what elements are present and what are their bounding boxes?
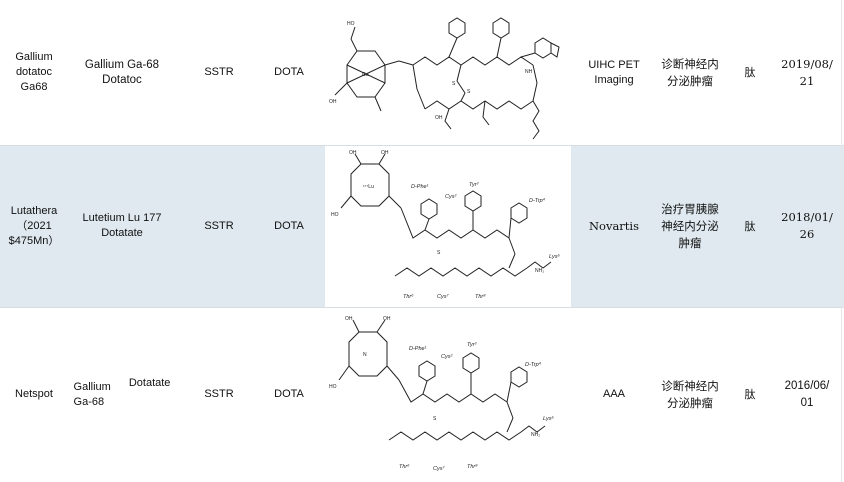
drug-type-cell: 肽 [744,66,756,79]
structure-label: NH [525,69,533,75]
company-cell: Novartis [588,218,640,233]
target-cell: SSTR [204,219,234,232]
generic-name-part: Dotatate [128,377,171,389]
structure-label: HO [329,384,337,390]
company-cell: AAA [602,388,625,400]
table-row: Gallium dotatoc Ga68 Gallium Ga-68 Dotat… [0,0,844,145]
table-row: Lutathera （2021 $475Mn） Lutetium Lu 177 … [0,145,844,307]
structure-label: Ga [362,72,369,78]
structure-label: Thr⁸ [475,293,486,300]
structure-label: OH [329,99,337,105]
structure-label: S [467,89,471,95]
structure-label: S [452,81,456,87]
indication-cell: 诊断神经内 分泌肿瘤 [661,378,719,410]
structure-label: Cys⁷ [437,293,449,300]
product-name-cell: Netspot [15,388,53,400]
right-border [841,0,842,482]
structure-label: S [437,250,441,256]
structure-label: D-Phe¹ [409,346,427,352]
structure-label: Cys² [441,354,452,360]
target-cell: SSTR [204,388,234,400]
chelator-cell: DOTA [274,388,304,400]
structure-label: N [363,352,367,358]
structure-label: Thr⁸ [467,463,478,470]
product-name-cell: Gallium dotatoc Ga68 [15,51,53,93]
structure-label: Lys⁵ [543,415,554,422]
structure-label: D-Trp⁴ [525,361,542,368]
structure-label: OH [381,150,389,156]
structure-label: Thr⁶ [399,463,410,470]
chelator-cell: DOTA [274,66,304,78]
structure-label: Tyr³ [469,182,479,188]
company-cell: UIHC PET Imaging [588,58,640,86]
structure-label: Lys⁵ [549,253,560,260]
structure-label: D-Trp⁴ [529,197,546,204]
molecule-structure-image: OH OH N HO D-Phe¹ Cys² Tyr³ D-Trp⁴ Lys⁵ … [329,316,554,472]
structure-label: D-Phe¹ [411,184,429,190]
product-name-cell: Lutathera （2021 $475Mn） [8,204,60,247]
drug-type-cell: 肽 [744,219,756,233]
row-divider [0,307,844,308]
structure-cell: Ga HO OH [325,0,571,145]
structure-label: HO [347,21,355,27]
structure-label: S [433,416,437,422]
approval-date-cell: 2019/08/ 21 [781,56,833,88]
approval-date-cell: 2018/01/ 26 [781,210,833,241]
structure-label: Thr⁶ [403,293,414,300]
structure-label: Tyr³ [467,342,477,348]
generic-name-part: Gallium Ga-68 [73,380,111,408]
structure-cell: OH OH N HO D-Phe¹ Cys² Tyr³ D-Trp⁴ Lys⁵ … [325,307,571,482]
target-cell: SSTR [204,66,234,78]
generic-name-cell: Lutetium Lu 177 Dotatate [82,212,162,239]
structure-label: Cys² [445,194,456,200]
chelator-cell: DOTA [274,219,304,232]
structure-label: NH₂ [531,432,540,438]
structure-label: OH [435,115,443,121]
structure-label: OH [345,316,353,322]
molecule-structure-image: OH OH ¹⁷⁷Lu HO D-Phe¹ Cys² Tyr³ D-Trp⁴ L… [331,150,560,300]
structure-cell: OH OH ¹⁷⁷Lu HO D-Phe¹ Cys² Tyr³ D-Trp⁴ L… [325,145,571,307]
indication-cell: 诊断神经内 分泌肿瘤 [661,56,719,88]
generic-name-cell: Gallium Ga-68 Dotatate [68,307,176,482]
indication-cell: 治疗胃胰腺 神经内分泌 肿瘤 [661,201,719,250]
structure-label: OH [349,150,357,156]
structure-label: Cys⁷ [433,465,445,472]
structure-label: HO [331,212,339,218]
approval-date-cell: 2016/06/ 01 [784,379,830,409]
generic-name-cell: Gallium Ga-68 Dotatoc [84,58,160,86]
structure-label: NH₂ [535,268,544,274]
drug-type-cell: 肽 [744,388,756,401]
table-row: Netspot Gallium Ga-68 Dotatate SSTR DOTA… [0,307,844,482]
row-divider [0,145,844,146]
structure-label: ¹⁷⁷Lu [363,184,374,190]
molecule-structure-image: Ga HO OH [329,16,560,139]
structure-label: OH [383,316,391,322]
